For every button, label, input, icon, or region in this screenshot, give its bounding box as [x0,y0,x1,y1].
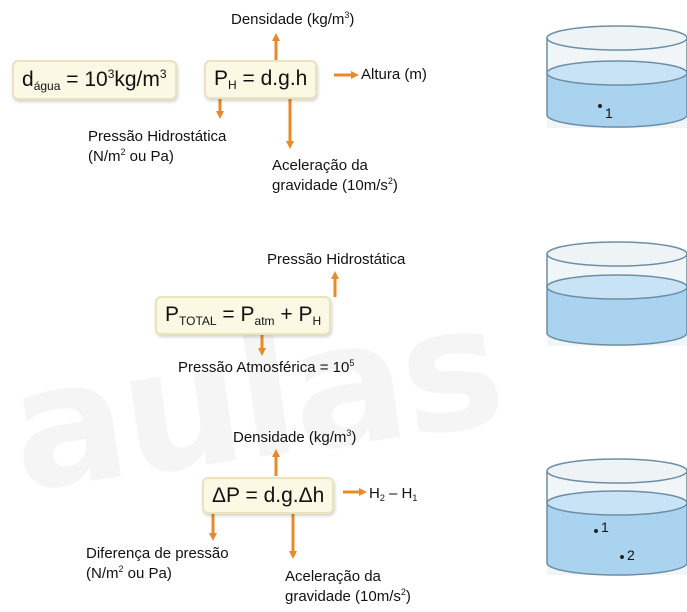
label-pressao-atmosferica: Pressão Atmosférica = 105 [178,358,355,377]
label-aceleracao-1: Aceleração da gravidade (10m/s2) [272,157,398,194]
point-1-cylinder-1: 1 [598,97,613,121]
label-h-difference: H2 – H1 [369,485,418,503]
label-pressao-hidrostatica-2: Pressão Hidrostática [267,251,406,268]
cylinder-2 [546,241,687,346]
label-altura: Altura (m) [361,66,427,83]
label-diferenca-pressao: Diferença de pressão (N/m2 ou Pa) [86,545,229,582]
hydrostatic-pressure-formula: PH = d.g.h [204,60,318,99]
label-aceleracao-3: Aceleração da gravidade (10m/s2) [285,568,411,605]
total-pressure-formula: PTOTAL = Patm + PH [155,296,332,335]
cylinder-3 [546,458,687,576]
point-1-cylinder-3: 1 [594,519,609,538]
cylinder-1 [546,25,687,128]
density-water-box: dágua = 103kg/m3 [12,60,177,100]
pressure-difference-formula: ΔP = d.g.Δh [202,477,335,514]
point-2-cylinder-3: 2 [620,547,635,564]
label-densidade-3: Densidade (kg/m3) [233,428,357,447]
label-pressao-hidrostatica-1: Pressão Hidrostática (N/m2 ou Pa) [88,128,227,165]
label-densidade-1: Densidade (kg/m3) [231,10,355,29]
